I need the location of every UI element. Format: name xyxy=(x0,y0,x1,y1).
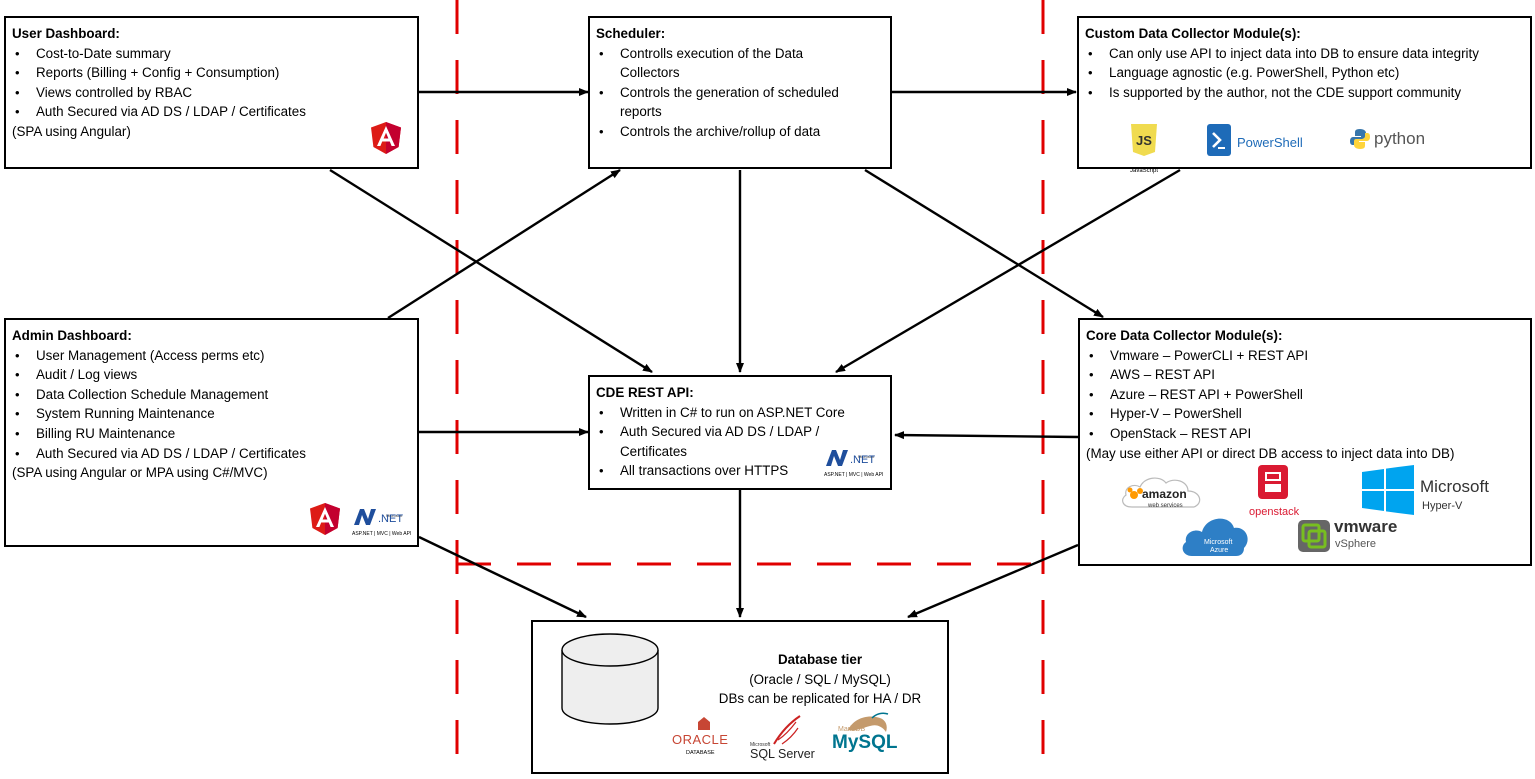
dotnet-ms-text: Microsoft xyxy=(858,454,875,459)
list-item: System Running Maintenance xyxy=(12,404,411,424)
hyper-v-logo-icon: Microsoft Hyper-V xyxy=(1362,465,1502,517)
amazon-web-services-logo-icon: amazon web services xyxy=(1118,473,1208,513)
vmware-vsphere-logo-icon: vmware vSphere xyxy=(1298,517,1408,554)
angular-logo-icon xyxy=(371,122,401,154)
sql-server-ms-text: Microsoft xyxy=(750,742,771,748)
dotnet-sub-text: ASP.NET | MVC | Web API xyxy=(824,472,884,478)
azure-text: Azure xyxy=(1210,547,1229,554)
rest-api-box: CDE REST API: Written in C# to run on AS… xyxy=(588,375,892,490)
list-item: Auth Secured via AD DS / LDAP / Certific… xyxy=(12,102,411,122)
dotnet-net-text: .NET xyxy=(378,513,404,525)
scheduler-title: Scheduler: xyxy=(596,26,666,41)
list-item: Data Collection Schedule Management xyxy=(12,385,411,405)
azure-ms-text: Microsoft xyxy=(1204,539,1233,546)
database-text-block: Database tier (Oracle / SQL / MySQL) DBs… xyxy=(660,650,980,709)
list-item: Auth Secured via AD DS / LDAP / Certific… xyxy=(596,422,850,461)
python-logo-icon: python xyxy=(1349,126,1439,152)
dotnet-logo-icon: Microsoft .NET ASP.NET | MVC | Web API xyxy=(352,506,411,537)
rest-api-list: Written in C# to run on ASP.NET Core Aut… xyxy=(596,403,884,481)
dotnet-logo-icon: Microsoft .NET ASP.NET | MVC | Web API xyxy=(824,447,883,478)
custom-collector-title: Custom Data Collector Module(s): xyxy=(1085,26,1301,41)
list-item: Billing RU Maintenance xyxy=(12,424,411,444)
user-dashboard-list: Cost-to-Date summary Reports (Billing + … xyxy=(12,44,411,122)
list-item: User Management (Access perms etc) xyxy=(12,346,411,366)
list-item: Reports (Billing + Config + Consumption) xyxy=(12,63,411,83)
sql-server-text: SQL Server xyxy=(750,747,815,761)
list-item: All transactions over HTTPS xyxy=(596,461,884,481)
list-item: Is supported by the author, not the CDE … xyxy=(1085,83,1524,103)
admin-dashboard-note: (SPA using Angular or MPA using C#/MVC) xyxy=(12,465,268,481)
oracle-text: ORACLE xyxy=(672,732,729,747)
core-collector-title: Core Data Collector Module(s): xyxy=(1086,328,1283,343)
angular-logo-icon xyxy=(310,503,340,535)
arrows xyxy=(329,88,1181,619)
amazon-text: amazon xyxy=(1142,487,1187,501)
dotnet-net-text: .NET xyxy=(850,454,876,466)
list-item: Azure – REST API + PowerShell xyxy=(1086,385,1524,405)
hyper-v-ms-text: Microsoft xyxy=(1420,477,1489,496)
admin-dashboard-box: Admin Dashboard: User Management (Access… xyxy=(4,318,419,547)
custom-collector-list: Can only use API to inject data into DB … xyxy=(1085,44,1524,103)
rest-api-title: CDE REST API: xyxy=(596,385,694,400)
list-item: Views controlled by RBAC xyxy=(12,83,411,103)
mysql-text: MySQL xyxy=(832,732,898,753)
list-item: Controls the archive/rollup of data xyxy=(596,122,884,142)
core-collector-box: Core Data Collector Module(s): Vmware – … xyxy=(1078,318,1532,566)
mariadb-text: MariaDB xyxy=(838,726,866,733)
openstack-text: openstack xyxy=(1249,506,1300,518)
tier-dividers xyxy=(455,0,1045,779)
powershell-logo-text: PowerShell xyxy=(1237,135,1303,150)
user-dashboard-box: User Dashboard: Cost-to-Date summary Rep… xyxy=(4,16,419,169)
openstack-logo-icon: openstack xyxy=(1249,465,1310,519)
oracle-logo-icon: ORACLE DATABASE xyxy=(670,716,740,762)
dotnet-ms-text: Microsoft xyxy=(386,513,403,518)
list-item: Controls the generation of scheduled rep… xyxy=(596,83,880,122)
list-item: OpenStack – REST API xyxy=(1086,424,1524,444)
oracle-sub-text: DATABASE xyxy=(686,750,715,756)
list-item: Can only use API to inject data into DB … xyxy=(1085,44,1524,64)
database-tier-box xyxy=(531,620,949,774)
list-item: AWS – REST API xyxy=(1086,365,1524,385)
sql-server-logo-icon: Microsoft SQL Server xyxy=(748,714,820,764)
user-dashboard-title: User Dashboard: xyxy=(12,26,120,41)
amazon-sub-text: web services xyxy=(1148,503,1183,509)
js-logo-caption: JavaScript xyxy=(1129,167,1158,174)
database-title: Database tier xyxy=(777,652,863,667)
list-item: Controlls execution of the Data Collecto… xyxy=(596,44,860,83)
core-collector-note: (May use either API or direct DB access … xyxy=(1086,445,1455,461)
list-item: Hyper-V – PowerShell xyxy=(1086,404,1524,424)
vsphere-text: vSphere xyxy=(1335,538,1376,550)
list-item: Written in C# to run on ASP.NET Core xyxy=(596,403,884,423)
js-logo-text: JS xyxy=(1136,133,1152,148)
custom-collector-box: Custom Data Collector Module(s): Can onl… xyxy=(1077,16,1532,174)
list-item: Auth Secured via AD DS / LDAP / Certific… xyxy=(12,444,411,464)
admin-dashboard-list: User Management (Access perms etc) Audit… xyxy=(12,346,411,464)
database-cylinder-icon xyxy=(561,633,659,725)
list-item: Audit / Log views xyxy=(12,365,411,385)
hyper-v-text: Hyper-V xyxy=(1422,500,1463,512)
scheduler-box: Scheduler: Controlls execution of the Da… xyxy=(588,16,892,169)
scheduler-list: Controlls execution of the Data Collecto… xyxy=(596,44,884,142)
admin-dashboard-title: Admin Dashboard: xyxy=(12,328,132,343)
python-logo-text: python xyxy=(1374,129,1426,148)
javascript-logo-icon: JS JavaScript xyxy=(1129,124,1159,174)
database-line1: (Oracle / SQL / MySQL) xyxy=(749,671,891,687)
user-dashboard-note: (SPA using Angular) xyxy=(12,123,131,139)
core-collector-list: Vmware – PowerCLI + REST API AWS – REST … xyxy=(1086,346,1524,444)
powershell-logo-icon: PowerShell xyxy=(1207,124,1317,158)
azure-logo-icon: Microsoft Azure xyxy=(1180,510,1252,558)
list-item: Language agnostic (e.g. PowerShell, Pyth… xyxy=(1085,63,1524,83)
dotnet-sub-text: ASP.NET | MVC | Web API xyxy=(352,531,412,537)
mysql-logo-icon: MariaDB MySQL xyxy=(832,712,912,760)
list-item: Vmware – PowerCLI + REST API xyxy=(1086,346,1524,366)
vmware-text: vmware xyxy=(1334,517,1398,536)
list-item: Cost-to-Date summary xyxy=(12,44,411,64)
database-line2: DBs can be replicated for HA / DR xyxy=(718,691,922,707)
